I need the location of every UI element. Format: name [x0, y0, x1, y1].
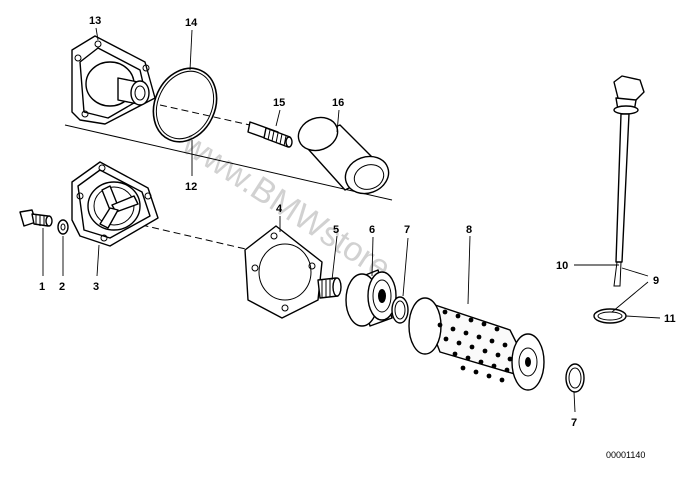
- callout-15: 15: [273, 97, 285, 109]
- bracket-line-12: [64, 124, 393, 201]
- valve-part-5: [317, 277, 342, 299]
- callout-12: 12: [185, 181, 197, 193]
- seal-ring-part-7-upper: [391, 296, 409, 324]
- filter-lid-part-3: [71, 161, 159, 247]
- callout-7-lower: 7: [571, 417, 577, 429]
- callout-7-upper: 7: [404, 224, 410, 236]
- valve-body-part-6: [345, 269, 397, 327]
- callout-5: 5: [333, 224, 339, 236]
- catalog-number: 00001140: [606, 450, 645, 460]
- callout-3: 3: [93, 281, 99, 293]
- callout-1: 1: [39, 281, 45, 293]
- callout-9: 9: [653, 275, 659, 287]
- callout-11: 11: [664, 313, 676, 325]
- dipstick-part-9: [613, 75, 645, 287]
- callout-13: 13: [89, 15, 101, 27]
- callout-8: 8: [466, 224, 472, 236]
- dipstick-ring-part-11: [593, 308, 627, 324]
- washer-part-2: [57, 219, 69, 235]
- gasket-part-4: [244, 225, 323, 319]
- o-ring-part-14: [152, 67, 218, 143]
- seal-ring-part-7-lower: [565, 363, 585, 393]
- callout-6: 6: [369, 224, 375, 236]
- callout-16: 16: [332, 97, 344, 109]
- callout-10: 10: [556, 260, 568, 272]
- sleeve-part-16: [297, 116, 390, 195]
- leader-lines: [42, 27, 661, 413]
- callout-2: 2: [59, 281, 65, 293]
- oil-filter-part-8: [408, 297, 545, 391]
- stud-part-15: [247, 121, 293, 148]
- callout-14: 14: [185, 17, 198, 29]
- callout-4: 4: [276, 203, 283, 215]
- assembly-axis-cover: [159, 104, 251, 126]
- housing-cover-part-13: [71, 35, 156, 125]
- screw-part-1: [19, 209, 53, 227]
- filter-perforations: [437, 309, 513, 383]
